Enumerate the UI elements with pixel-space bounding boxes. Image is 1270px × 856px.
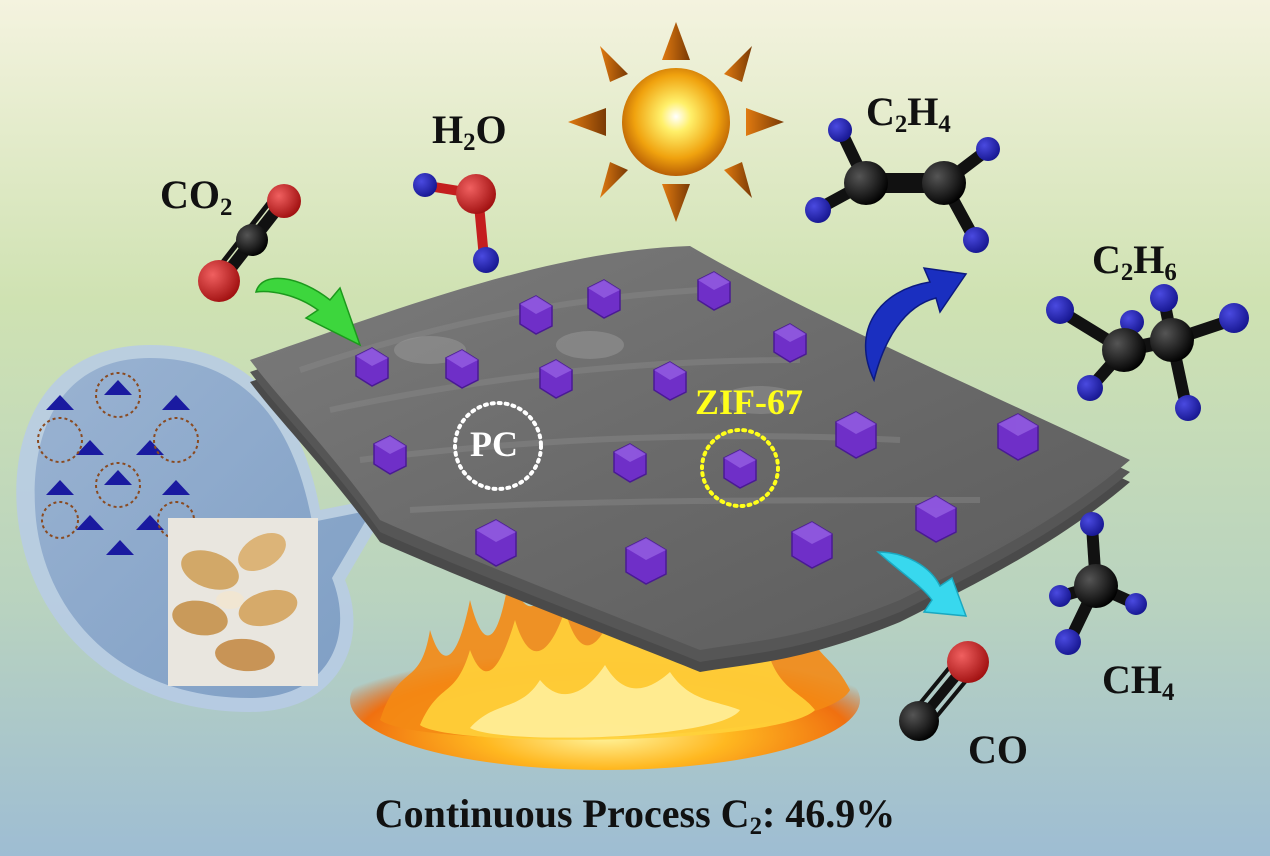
co2-label: CO2 <box>160 175 232 221</box>
h2o-molecule <box>413 173 499 273</box>
c2h4-label: C2H4 <box>866 92 951 138</box>
co2-inflow-arrow <box>254 277 362 347</box>
flame-icon <box>350 545 860 770</box>
bottom-caption-sub: 2 <box>749 812 762 840</box>
bottom-caption-pre: Continuous Process C <box>374 791 750 836</box>
peanut-callout <box>16 345 395 712</box>
h2o-label-sub: 2 <box>463 128 476 156</box>
c2h6-label-sub2: 6 <box>1164 258 1177 286</box>
c2h4-label-pre: C <box>866 89 895 134</box>
bottom-caption: Continuous Process C2: 46.9% <box>0 794 1270 840</box>
co2-label-sub: 2 <box>220 193 233 221</box>
c2h4-molecule <box>805 118 1000 253</box>
zif-highlight-circle <box>700 428 780 508</box>
sun-icon <box>568 22 784 222</box>
pc-label: PC <box>470 424 518 464</box>
h2o-label-post: O <box>475 107 507 152</box>
co2-molecule <box>198 184 301 302</box>
ch4-molecule <box>1049 512 1147 655</box>
c2h4-label-mid: H <box>907 89 939 134</box>
bottom-caption-post: : 46.9% <box>761 791 896 836</box>
zif-67-crystals <box>355 271 1039 585</box>
ch4-label-sub: 4 <box>1162 678 1175 706</box>
ch4-label: CH4 <box>1102 660 1174 706</box>
c2h4-label-sub2: 4 <box>938 110 951 138</box>
peanut-photo <box>168 518 318 686</box>
zif-67-label: ZIF-67 <box>695 382 803 422</box>
co-product-arrow <box>876 551 968 617</box>
c2h6-molecule <box>1046 284 1249 421</box>
c2h6-label: C2H6 <box>1092 240 1177 286</box>
pc-highlight-circle <box>453 401 543 491</box>
co-molecule <box>899 641 989 741</box>
co2-label-main: CO <box>160 172 220 217</box>
c2h6-label-sub1: 2 <box>1120 258 1134 286</box>
ch4-label-main: CH <box>1102 657 1162 702</box>
c2-product-arrow <box>864 267 968 383</box>
c2h6-label-pre: C <box>1092 237 1121 282</box>
h2o-label-pre: H <box>432 107 464 152</box>
c2h6-label-mid: H <box>1133 237 1165 282</box>
zif-crystal-structure <box>37 372 199 555</box>
c2h4-label-sub1: 2 <box>894 110 908 138</box>
co-label: CO <box>968 727 1028 772</box>
h2o-label: H2O <box>432 110 507 156</box>
